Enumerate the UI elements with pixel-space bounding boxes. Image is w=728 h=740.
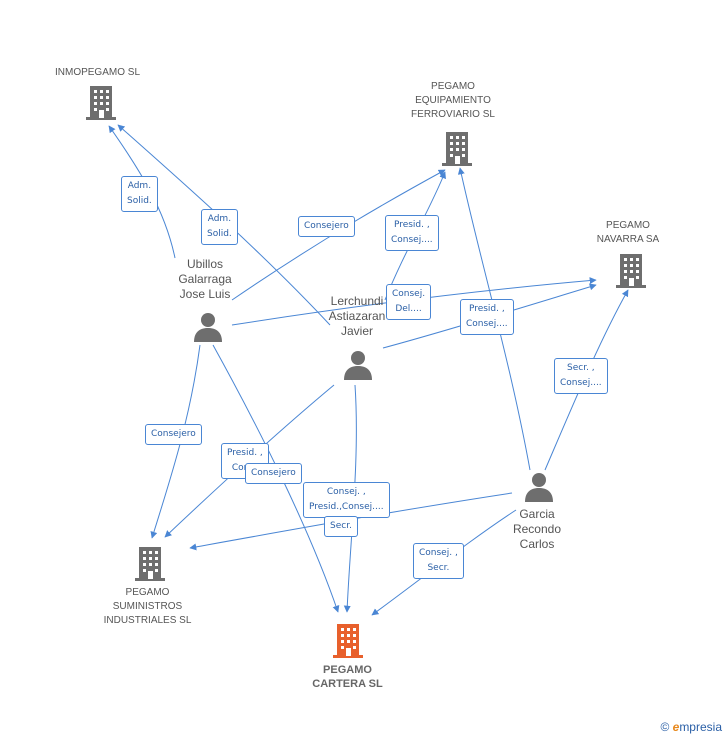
- role-badge[interactable]: Presid. , Con...: [221, 443, 269, 479]
- role-badge[interactable]: Consej. , Secr.: [413, 543, 464, 579]
- person-name-line: Recondo: [512, 522, 562, 536]
- person-icon[interactable]: [193, 312, 223, 342]
- company-name-line: NAVARRA SA: [596, 234, 660, 245]
- person-name-line: Lerchundi: [330, 294, 384, 308]
- person-label-ubillos[interactable]: Ubillos Galarraga Jose Luis: [160, 257, 250, 302]
- badge-line: Adm.: [207, 214, 232, 224]
- role-badge[interactable]: Adm. Solid.: [201, 209, 238, 245]
- person-icon[interactable]: [524, 472, 554, 502]
- company-label-suministros[interactable]: PEGAMO SUMINISTROS INDUSTRIALES SL: [90, 586, 205, 628]
- person-name-line: Carlos: [519, 537, 555, 551]
- role-badge[interactable]: Presid. , Consej....: [460, 299, 514, 335]
- person-label-lerchundi[interactable]: Lerchundi Astiazaran Javier: [312, 294, 402, 339]
- badge-line: Consejero: [304, 221, 349, 231]
- badge-line: Presid. ,: [227, 448, 263, 458]
- brand-logo-initial: e: [672, 720, 680, 734]
- brand-footer[interactable]: © empresia: [660, 720, 722, 734]
- role-badge[interactable]: Consejero: [245, 463, 302, 484]
- company-name-line: EQUIPAMIENTO: [415, 95, 491, 106]
- company-label-equipamiento[interactable]: PEGAMO EQUIPAMIENTO FERROVIARIO SL: [398, 80, 508, 122]
- company-name-line: PEGAMO: [606, 220, 650, 231]
- focus-building-icon[interactable]: [333, 624, 363, 658]
- person-name-line: Garcia: [519, 507, 555, 521]
- badge-line: Consej....: [391, 235, 433, 245]
- role-badge[interactable]: Presid. , Consej....: [385, 215, 439, 251]
- person-name-line: Ubillos: [186, 257, 223, 271]
- badge-line: Del....: [395, 304, 422, 314]
- building-icon[interactable]: [616, 254, 646, 288]
- company-label-navarra[interactable]: PEGAMO NAVARRA SA: [578, 219, 678, 247]
- badge-line: Consej....: [466, 319, 508, 329]
- building-icon[interactable]: [442, 132, 472, 166]
- person-label-garcia[interactable]: Garcia Recondo Carlos: [492, 507, 582, 552]
- company-label-inmopegamo[interactable]: INMOPEGAMO SL: [40, 66, 155, 80]
- badge-line: Consej.: [392, 289, 426, 299]
- company-name-line: INDUSTRIALES SL: [103, 615, 192, 626]
- person-name-line: Galarraga: [178, 272, 232, 286]
- role-badge[interactable]: Consejero: [298, 216, 355, 237]
- badge-line: Secr.: [427, 563, 450, 573]
- badge-line: Con...: [227, 461, 263, 476]
- company-name-line: SUMINISTROS: [112, 601, 183, 612]
- company-name-line: PEGAMO: [323, 664, 372, 676]
- badge-line: Secr. ,: [567, 363, 595, 373]
- badge-line: Solid.: [207, 229, 232, 239]
- badge-line: Presid. ,: [468, 304, 505, 314]
- company-name-line: PEGAMO: [431, 81, 475, 92]
- badge-line: Adm.: [127, 181, 152, 191]
- company-name-line: PEGAMO: [125, 587, 170, 598]
- person-icon[interactable]: [343, 350, 373, 380]
- badge-line: Consejero: [251, 468, 296, 478]
- edge-ubillos-suministros: [150, 344, 201, 539]
- role-badge[interactable]: Consej. Del....: [386, 284, 432, 320]
- badge-line: Secr.: [330, 521, 352, 531]
- badge-line: Solid.: [127, 196, 152, 206]
- role-badge[interactable]: Secr. , Consej....: [554, 358, 608, 394]
- company-name-line: CARTERA SL: [312, 678, 383, 690]
- copyright-symbol: ©: [660, 720, 670, 734]
- building-icon[interactable]: [135, 547, 165, 581]
- badge-line: Presid. ,: [393, 220, 430, 230]
- person-name-line: Javier: [340, 324, 373, 338]
- badge-line: Consej. ,: [326, 487, 366, 497]
- role-badge[interactable]: Secr.: [324, 516, 358, 537]
- brand-name: mpresia: [679, 720, 722, 734]
- company-label-cartera[interactable]: PEGAMO CARTERA SL: [295, 663, 400, 691]
- badge-line: Consejero: [151, 429, 196, 439]
- company-name-line: FERROVIARIO SL: [411, 109, 495, 120]
- badge-line: Consej. ,: [419, 548, 458, 558]
- badge-line: Consej....: [560, 378, 602, 388]
- badge-line: Presid.,Consej....: [309, 502, 384, 512]
- role-badge[interactable]: Adm. Solid.: [121, 176, 158, 212]
- person-name-line: Jose Luis: [179, 287, 231, 301]
- person-name-line: Astiazaran: [328, 309, 386, 323]
- company-name: INMOPEGAMO SL: [54, 67, 140, 78]
- role-badge[interactable]: Consej. , Presid.,Consej....: [303, 482, 390, 518]
- role-badge[interactable]: Consejero: [145, 424, 202, 445]
- building-icon[interactable]: [86, 86, 116, 120]
